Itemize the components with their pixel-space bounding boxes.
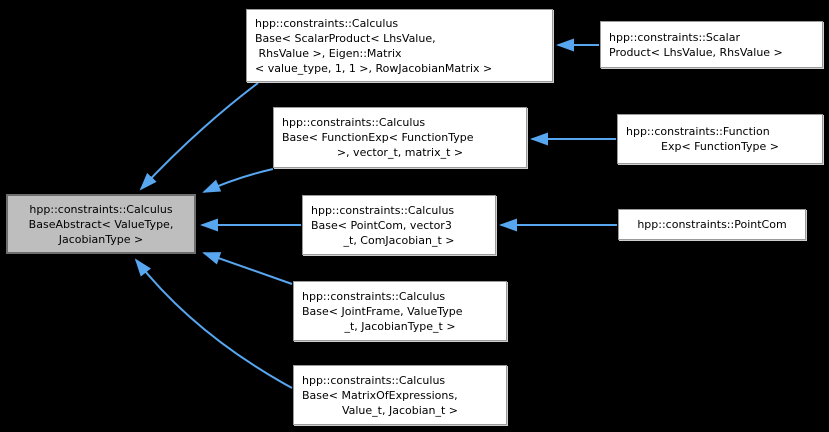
class-name-line: _t, ComJacobian_t > <box>343 233 455 247</box>
class-name-line: JacobianType > <box>58 232 144 246</box>
class-name-line: RhsValue >, Eigen::Matrix <box>255 46 402 60</box>
class-name-line: Base< JointFrame, ValueType <box>302 304 463 318</box>
class-name-line: hpp::constraints::Calculus <box>282 116 426 129</box>
class-name-line: Base< MatrixOfExpressions, <box>302 388 458 402</box>
class-name-line: hpp::constraints::Calculus <box>311 203 455 217</box>
class-name-line: hpp::constraints::Calculus <box>29 202 173 216</box>
node-calculus-base-matrix-of-expressions[interactable]: hpp::constraints::Calculus Base< MatrixO… <box>293 365 507 425</box>
node-calculus-base-joint-frame[interactable]: hpp::constraints::Calculus Base< JointFr… <box>293 281 507 341</box>
edge-joint-frame-calc-to-base-abstract <box>202 252 293 285</box>
class-name-line: hpp::constraints::Calculus <box>255 16 399 30</box>
node-function-exp[interactable]: hpp::constraints::Function Exp< Function… <box>617 114 823 164</box>
class-name-line: Exp< FunctionType > <box>661 140 779 153</box>
node-scalar-product[interactable]: hpp::constraints::Scalar Product< LhsVal… <box>600 21 823 68</box>
class-name-line: < value_type, 1, 1 >, RowJacobianMatrix … <box>255 61 493 75</box>
class-name-line: hpp::constraints::Function <box>626 125 770 138</box>
class-name-line: BaseAbstract< ValueType, <box>28 217 174 231</box>
class-name-line: Base< PointCom, vector3 <box>311 218 452 232</box>
class-name-line: hpp::constraints::PointCom <box>637 218 787 231</box>
edge-function-exp-calc-to-base-abstract <box>202 168 274 193</box>
class-name-line: hpp::constraints::Calculus <box>302 373 446 387</box>
node-calculus-base-abstract: hpp::constraints::Calculus BaseAbstract<… <box>6 194 196 254</box>
edge-matrix-of-expressions-calc-to-base-abstract <box>134 258 293 389</box>
class-name-line: Base< ScalarProduct< LhsValue, <box>255 31 436 45</box>
class-name-line: Base< FunctionExp< FunctionType <box>282 131 474 144</box>
edge-scalar-product-calc-to-base-abstract <box>139 82 259 191</box>
class-name-line: hpp::constraints::Scalar <box>609 30 740 44</box>
class-name-line: hpp::constraints::Calculus <box>302 289 446 303</box>
class-name-line: >, vector_t, matrix_t > <box>336 146 464 159</box>
class-name-line: Value_t, Jacobian_t > <box>341 403 459 417</box>
class-name-line: _t, JacobianType_t > <box>344 319 456 333</box>
node-calculus-base-point-com[interactable]: hpp::constraints::Calculus Base< PointCo… <box>302 195 496 255</box>
node-calculus-base-scalar-product[interactable]: hpp::constraints::Calculus Base< ScalarP… <box>246 9 553 82</box>
node-calculus-base-function-exp[interactable]: hpp::constraints::Calculus Base< Functio… <box>273 107 527 168</box>
class-name-line: Product< LhsValue, RhsValue > <box>609 45 783 59</box>
node-point-com[interactable]: hpp::constraints::PointCom <box>618 209 806 240</box>
